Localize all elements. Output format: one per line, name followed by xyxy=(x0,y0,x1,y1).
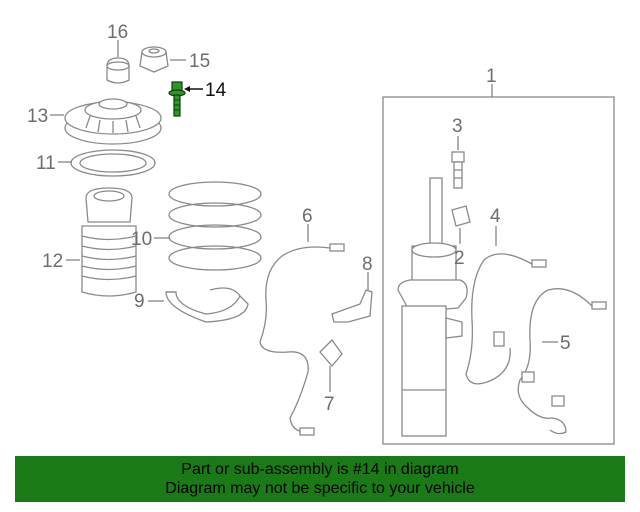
part-9-spring-seat xyxy=(165,287,249,323)
callout-1: 1 xyxy=(486,66,497,87)
part-7-clip xyxy=(319,338,343,378)
banner-line-1: Part or sub-assembly is #14 in diagram xyxy=(181,461,459,478)
part-1-assembly-box xyxy=(382,96,615,445)
callout-16: 16 xyxy=(107,22,128,43)
callout-9: 9 xyxy=(134,291,145,312)
part-16-cap xyxy=(106,57,130,84)
part-6-sensor-wire xyxy=(259,243,345,436)
callout-7: 7 xyxy=(324,394,335,415)
part-11-bearing xyxy=(70,149,156,177)
callout-10: 10 xyxy=(131,229,152,250)
part-12-boot xyxy=(81,187,137,297)
callout-11: 11 xyxy=(36,153,56,174)
part-2-nut xyxy=(451,205,471,227)
part-5-sensor-wire xyxy=(517,288,607,435)
part-4-sensor-wire xyxy=(465,253,547,385)
strut-body xyxy=(397,177,468,437)
callout-8: 8 xyxy=(362,254,373,275)
parts-diagram: 16 15 14 13 11 xyxy=(27,22,615,445)
part-3-bolt xyxy=(451,151,465,189)
callout-15: 15 xyxy=(189,51,210,72)
callout-14: 14 xyxy=(205,80,227,101)
part-13-strut-mount xyxy=(64,98,162,145)
part-14-bolt xyxy=(168,81,186,117)
info-banner: Part or sub-assembly is #14 in diagram D… xyxy=(15,456,625,502)
callout-2: 2 xyxy=(454,248,465,269)
banner-line-2: Diagram may not be specific to your vehi… xyxy=(165,480,475,497)
callout-5: 5 xyxy=(560,333,571,354)
callout-12: 12 xyxy=(42,251,63,272)
callout-13: 13 xyxy=(27,106,48,127)
part-15-nut xyxy=(139,46,169,73)
part-10-coil-spring xyxy=(168,181,262,271)
part-8-bracket xyxy=(331,289,373,323)
callout-4: 4 xyxy=(490,206,501,227)
callout-6: 6 xyxy=(302,206,313,227)
callout-3: 3 xyxy=(452,116,463,137)
